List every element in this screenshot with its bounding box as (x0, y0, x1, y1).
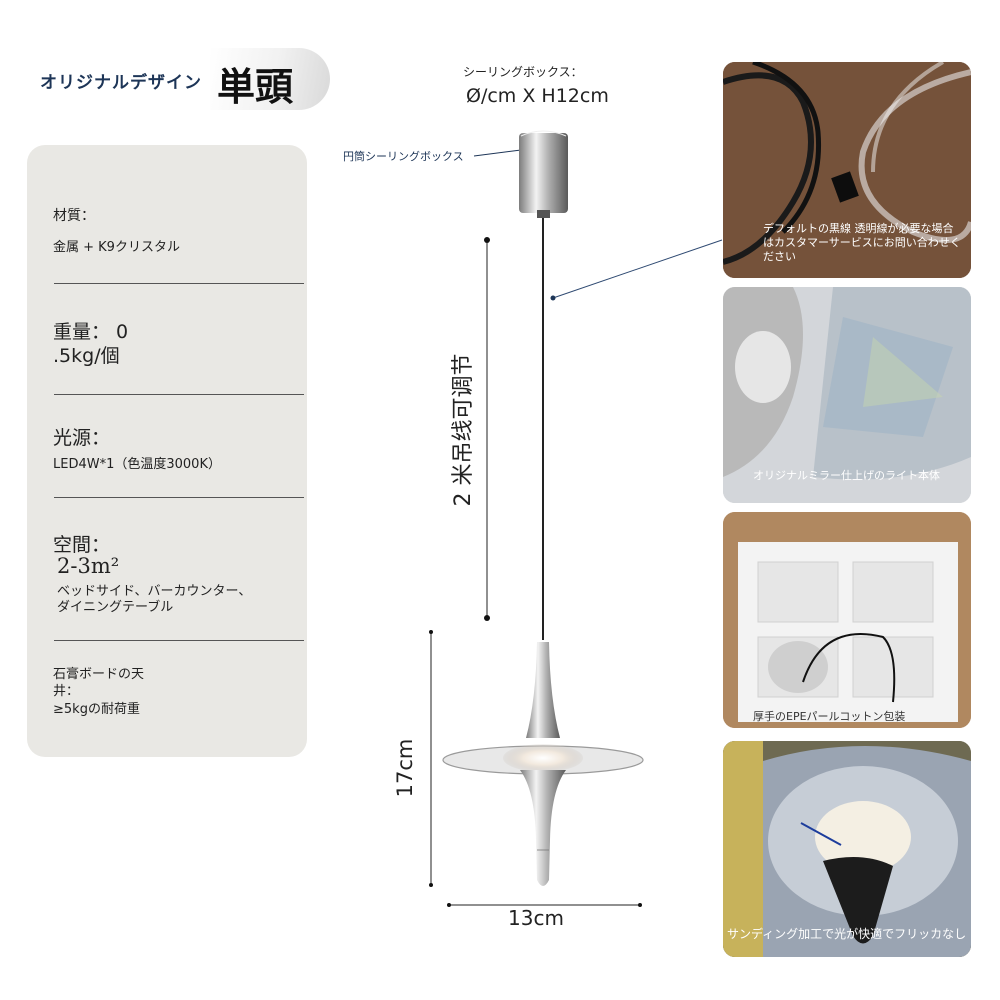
material-value: 金属 + K9クリスタル (53, 240, 180, 255)
card-caption: サンディング加工で光が快適でフリッカなし (727, 927, 967, 941)
space-desc-1: ベッドサイド、バーカウンター、 (57, 584, 252, 599)
light-value: LED4W*1（色温度3000K） (53, 457, 221, 472)
ceiling-line-1: 石膏ボードの天 (53, 667, 145, 682)
divider (54, 394, 304, 395)
card-caption: 厚手のEPEパールコットン包装 (753, 710, 906, 723)
material-label: 材質： (53, 208, 95, 224)
space-area: 2-3m² (57, 554, 120, 578)
divider (54, 497, 304, 498)
box-size: Ø/cm X H12cm (466, 85, 609, 107)
cable-pointer (552, 239, 723, 299)
ceiling-line-2: 井： (53, 684, 80, 699)
weight-value: .5kg/個 (53, 345, 120, 367)
header-title: オリジナルデザイン (40, 73, 202, 93)
divider (54, 640, 304, 641)
sanding-photo (723, 741, 971, 957)
dim-dot (429, 630, 433, 634)
light-label: 光源： (53, 427, 111, 449)
dim-dot (484, 237, 490, 243)
canopy-box (519, 130, 568, 218)
header-variant: 単頭 (217, 65, 294, 109)
box-label: シーリングボックス： (463, 65, 583, 79)
dim-dot (429, 883, 433, 887)
weight-label: 重量： 0 (53, 321, 129, 343)
dim-dot (447, 903, 451, 907)
spec-panel: 材質： 金属 + K9クリスタル 重量： 0 .5kg/個 光源： LED4W*… (27, 145, 307, 757)
divider (54, 283, 304, 284)
cable-pointer-dot (550, 295, 556, 301)
finish-photo (723, 287, 971, 503)
space-label: 空間： (53, 534, 111, 556)
dim-dot (638, 903, 642, 907)
canopy-label: 円筒シーリングボックス (343, 150, 464, 163)
photo-card-sanding: サンディング加工で光が快適でフリッカなし (723, 741, 971, 957)
cable-photo (723, 62, 971, 278)
dim-dot (484, 615, 490, 621)
width-label: 13cm (508, 906, 564, 930)
photo-card-finish: オリジナルミラー仕上げのライト本体 (723, 287, 971, 503)
lamp-body (442, 642, 644, 886)
photo-card-cables: デフォルトの黒線 透明線が必要な場合はカスタマーサービスにお問い合わせください (723, 62, 971, 278)
canopy-pointer (473, 149, 522, 157)
ceiling-load: ≥5kgの耐荷重 (53, 702, 140, 717)
card-caption: デフォルトの黒線 透明線が必要な場合はカスタマーサービスにお問い合わせください (763, 222, 961, 263)
header-pill (210, 48, 330, 110)
space-desc-2: ダイニングテーブル (57, 600, 174, 615)
card-caption: オリジナルミラー仕上げのライト本体 (753, 469, 940, 482)
height-label: 17cm (393, 738, 417, 798)
package-photo (723, 512, 971, 728)
cable-length-label: 2 米吊线可调节 (451, 353, 476, 507)
photo-card-package: 厚手のEPEパールコットン包装 (723, 512, 971, 728)
